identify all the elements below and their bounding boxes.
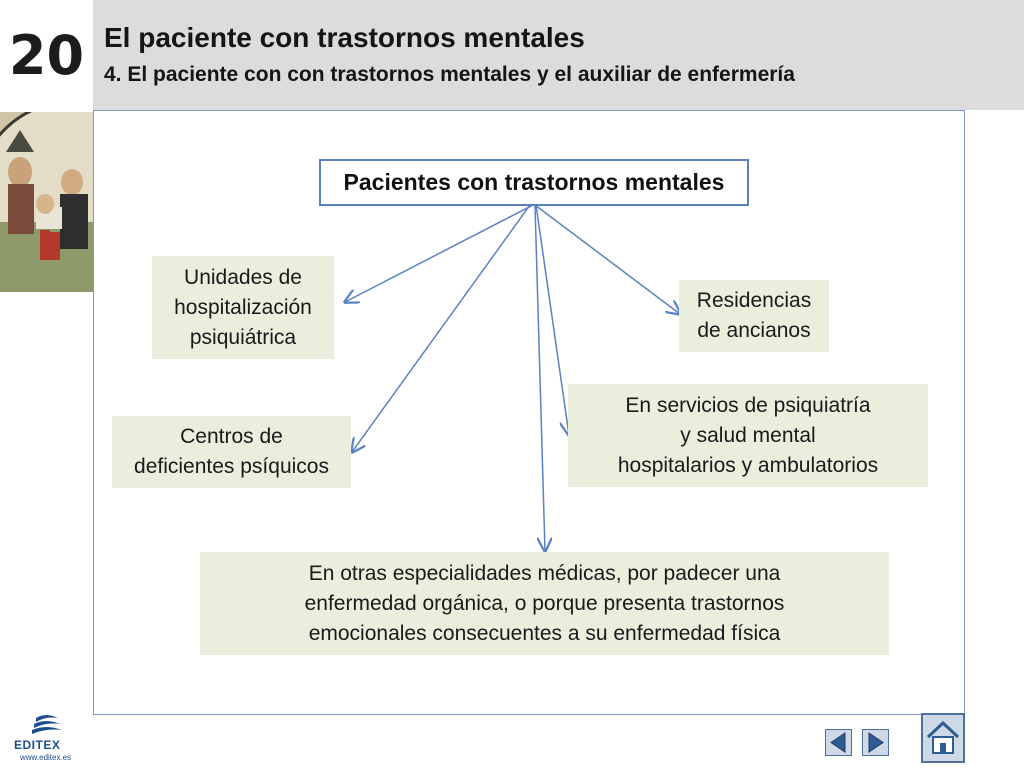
triangle-left-icon	[830, 732, 846, 753]
node-residencias-ancianos: Residencias de ancianos	[679, 280, 829, 352]
node-centros-label: Centros de deficientes psíquicos	[134, 425, 329, 478]
page-title: El paciente con trastornos mentales	[104, 22, 585, 53]
diagram-root-node: Pacientes con trastornos mentales	[319, 159, 749, 206]
logo-text: EDITEX	[14, 738, 61, 752]
home-icon	[926, 720, 960, 754]
node-unidades-hospitalizacion: Unidades de hospitalización psiquiátrica	[152, 256, 334, 359]
node-servicios-psiquiatria: En servicios de psiquiatría y salud ment…	[568, 384, 928, 487]
logo-url: www.editex.es	[20, 753, 72, 762]
node-unidades-label: Unidades de hospitalización psiquiátrica	[174, 265, 312, 349]
header-band	[93, 0, 1024, 110]
node-servicios-label: En servicios de psiquiatría y salud ment…	[617, 393, 879, 477]
editex-logo-icon	[32, 715, 62, 734]
node-otras-label: En otras especialidades médicas, por pad…	[304, 561, 785, 645]
node-residencias-label: Residencias de ancianos	[696, 289, 812, 342]
node-centros-deficientes: Centros de deficientes psíquicos	[112, 416, 351, 488]
prev-slide-button[interactable]	[825, 729, 852, 756]
page-subtitle: 4. El paciente con con trastornos mental…	[104, 63, 795, 86]
next-slide-button[interactable]	[862, 729, 889, 756]
chapter-number: 20	[8, 23, 85, 87]
home-button[interactable]	[921, 713, 965, 763]
node-otras-especialidades: En otras especialidades médicas, por pad…	[200, 552, 889, 655]
decorative-painting-image	[0, 112, 93, 292]
triangle-right-icon	[868, 732, 884, 753]
painting-illustration	[0, 112, 93, 292]
